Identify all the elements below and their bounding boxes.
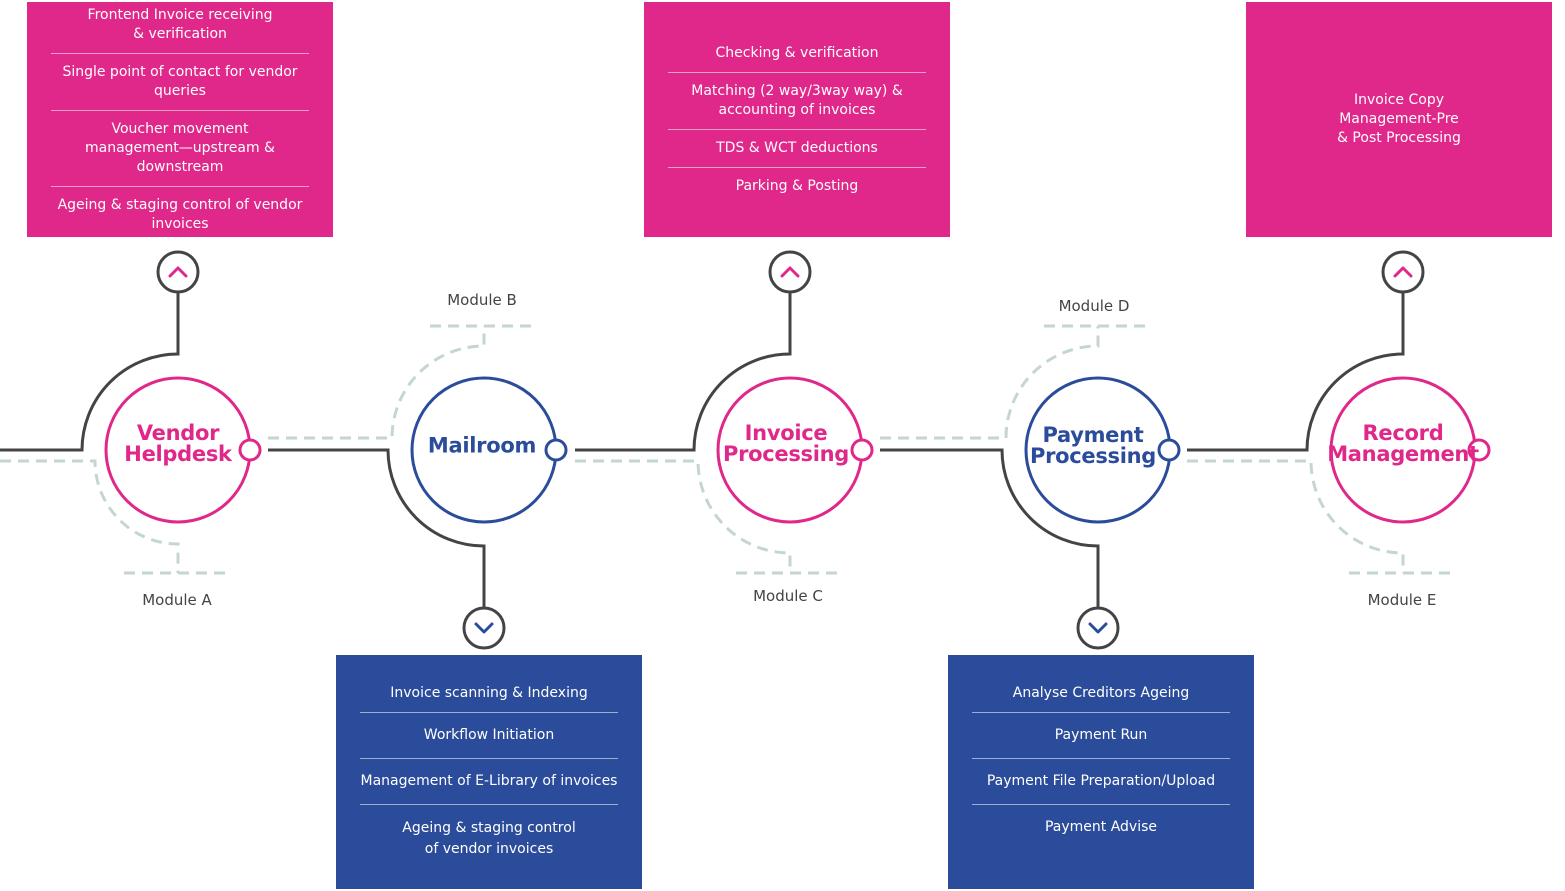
dashed-track [0, 324, 1457, 575]
module-e-node-label: Record Management [1327, 421, 1479, 466]
card-item: Voucher movement management—upstream & d… [51, 111, 309, 187]
module-b-label: Module B [447, 291, 517, 309]
module-c-node-label: Invoice Processing [722, 421, 850, 466]
card-item: TDS & WCT deductions [668, 130, 926, 168]
chevron-up-icon [768, 250, 812, 294]
card-item: Analyse Creditors Ageing [972, 675, 1230, 713]
module-e-card: Invoice Copy Management-Pre & Post Proce… [1246, 2, 1552, 237]
module-a-node-label: Vendor Helpdesk [124, 421, 232, 466]
module-a-card: Frontend Invoice receiving & verificatio… [27, 2, 333, 237]
module-b-card: Invoice scanning & Indexing Workflow Ini… [336, 655, 642, 889]
module-d-node-label: Payment Processing [1029, 423, 1157, 468]
module-b-node-label: Mailroom [427, 433, 537, 458]
chevron-down-icon [1076, 606, 1120, 650]
connector-dot [544, 438, 568, 462]
card-item: Parking & Posting [735, 177, 859, 194]
card-item: Frontend Invoice receiving & verificatio… [51, 0, 309, 54]
connector-dot [1157, 438, 1181, 462]
card-item: Payment Advise [1044, 819, 1158, 835]
main-track [0, 291, 1405, 609]
card-item: Ageing & staging control of vendor invoi… [402, 820, 576, 857]
card-item: Matching (2 way/3way way) & accounting o… [668, 73, 926, 130]
module-a-label: Module A [142, 591, 212, 609]
connector-dot [238, 438, 262, 462]
module-e-label: Module E [1367, 591, 1437, 609]
card-item: Checking & verification [668, 35, 926, 73]
module-d-label: Module D [1058, 297, 1130, 315]
connector-dot [1467, 438, 1491, 462]
module-d-card: Analyse Creditors Ageing Payment Run Pay… [948, 655, 1254, 889]
card-item: Payment File Preparation/Upload [972, 759, 1230, 805]
connector-dots [238, 438, 1491, 462]
card-item: Single point of contact for vendor queri… [51, 54, 309, 111]
module-c-card: Checking & verification Matching (2 way/… [644, 2, 950, 237]
card-item: Invoice Copy Management-Pre & Post Proce… [1337, 92, 1461, 146]
card-item: Payment Run [972, 713, 1230, 759]
card-item: Invoice scanning & Indexing [360, 675, 618, 713]
module-c-label: Module C [753, 587, 823, 605]
chevron-up-icon [1381, 250, 1425, 294]
card-item: Ageing & staging control of vendor invoi… [57, 196, 303, 232]
chevron-up-icon [156, 250, 200, 294]
card-item: Management of E-Library of invoices [360, 759, 618, 805]
card-item: Workflow Initiation [360, 713, 618, 759]
connector-dot [850, 438, 874, 462]
chevron-down-icon [462, 606, 506, 650]
